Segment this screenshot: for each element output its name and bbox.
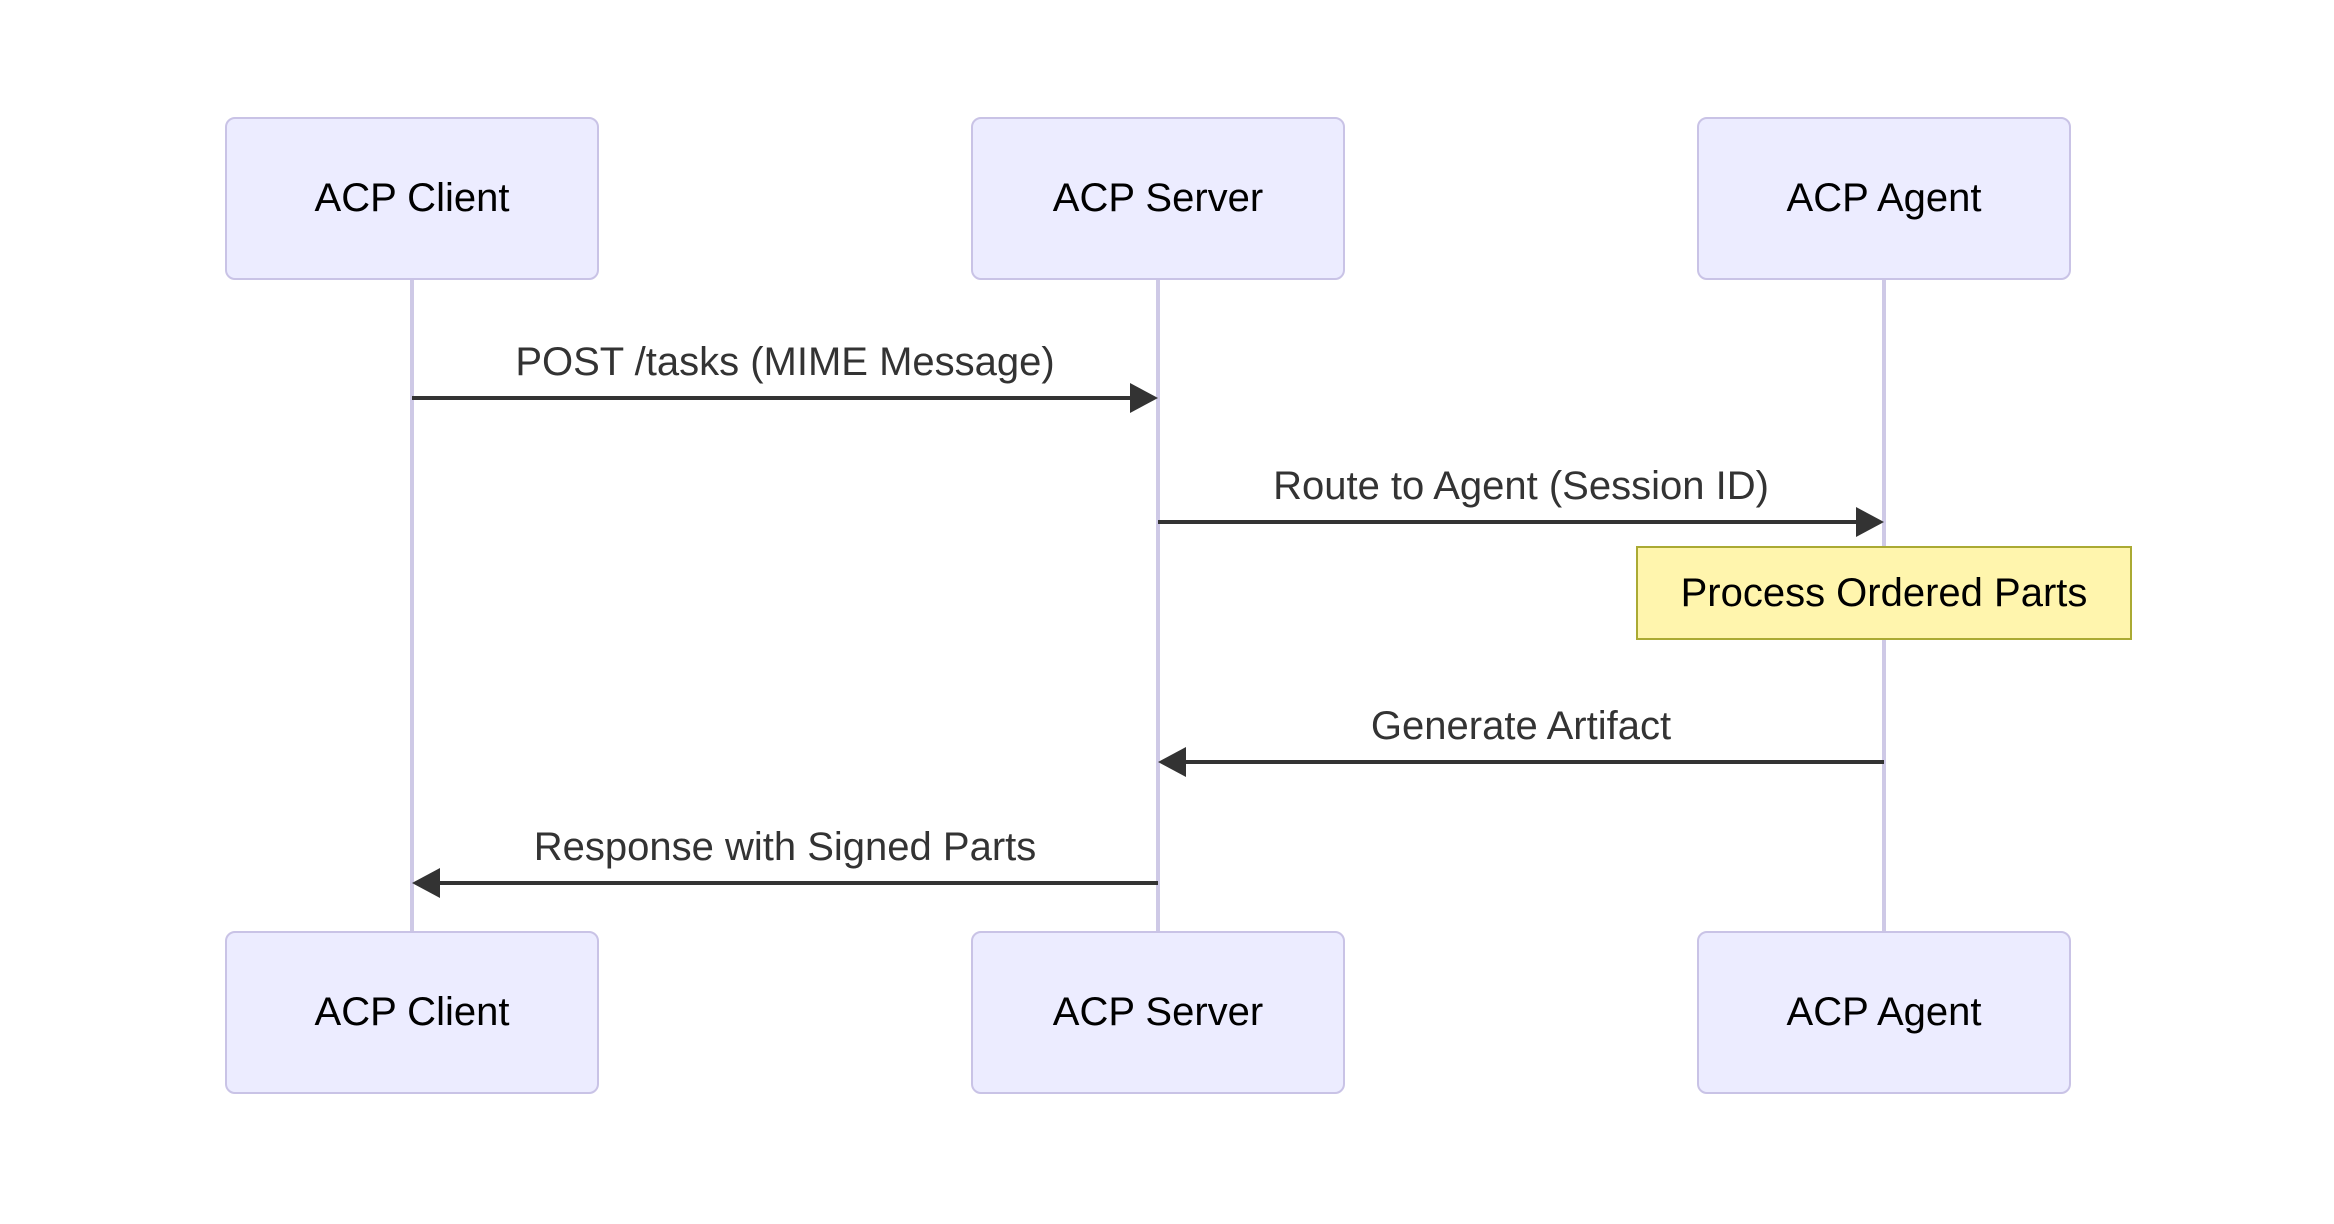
actor-label: ACP Agent [1786, 176, 1982, 220]
arrowhead-right-icon [1130, 383, 1158, 413]
actor-label: ACP Client [314, 176, 510, 220]
message-label-response-signed-parts: Response with Signed Parts [533, 825, 1037, 869]
arrowhead-left-icon [1158, 747, 1186, 777]
actor-label: ACP Client [314, 990, 510, 1034]
note-process-ordered-parts: Process Ordered Parts [1636, 546, 2132, 640]
actor-top-acp-agent: ACP Agent [1697, 117, 2071, 280]
actor-top-acp-client: ACP Client [225, 117, 599, 280]
actor-label: ACP Server [1052, 990, 1264, 1034]
actor-bottom-acp-agent: ACP Agent [1697, 931, 2071, 1094]
message-line-route-to-agent [1158, 520, 1856, 524]
message-line-response-signed-parts [440, 881, 1158, 885]
lifeline-acp-server [1156, 279, 1160, 932]
actor-label: ACP Agent [1786, 990, 1982, 1034]
message-label-generate-artifact: Generate Artifact [1370, 704, 1672, 748]
actor-bottom-acp-client: ACP Client [225, 931, 599, 1094]
lifeline-acp-client [410, 279, 414, 932]
arrowhead-right-icon [1856, 507, 1884, 537]
message-label-post-tasks: POST /tasks (MIME Message) [515, 340, 1055, 384]
note-label: Process Ordered Parts [1680, 570, 2088, 615]
actor-bottom-acp-server: ACP Server [971, 931, 1345, 1094]
arrowhead-left-icon [412, 868, 440, 898]
message-label-route-to-agent: Route to Agent (Session ID) [1273, 464, 1769, 508]
actor-top-acp-server: ACP Server [971, 117, 1345, 280]
message-line-generate-artifact [1186, 760, 1884, 764]
message-line-post-tasks [412, 396, 1130, 400]
actor-label: ACP Server [1052, 176, 1264, 220]
